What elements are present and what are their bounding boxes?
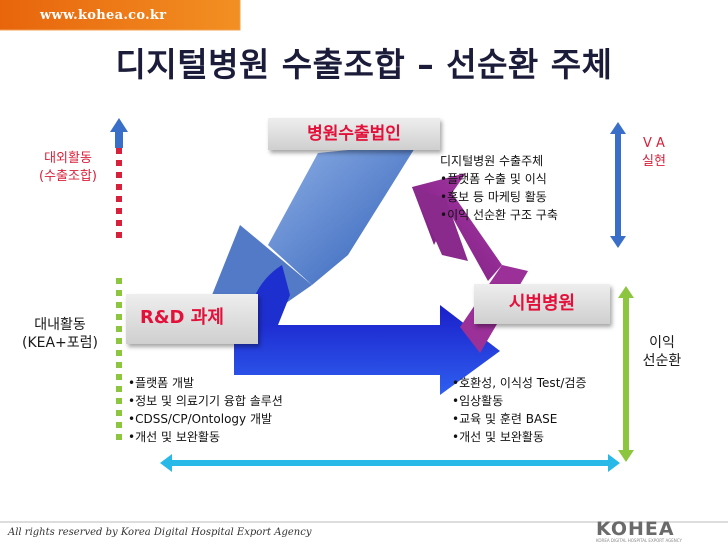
horizontal-double-arrow-icon — [160, 454, 620, 472]
right-node-bullets: •호환성, 이식성 Test/검증 •임상활동 •교육 및 훈련 BASE •개… — [452, 374, 587, 446]
node-pilot-hospital-label: 시범병원 — [508, 293, 576, 314]
external-activity-label: 대외활동 (수출조합) — [39, 151, 97, 184]
list-item: •임상활동 — [452, 394, 504, 408]
logo-text: KOHEA — [596, 518, 675, 540]
top-node-bullets: 디지털병원 수출주체 •플랫폼 수출 및 이식 •홍보 등 마케팅 활동 •이익… — [440, 152, 558, 224]
header-bar — [0, 0, 728, 31]
left-inner-dotted-bar — [116, 278, 122, 446]
list-item: •이익 선순환 구조 구축 — [440, 208, 558, 222]
node-hospital-export-corp[interactable]: 병원수출법인 — [268, 118, 440, 150]
list-item: •정보 및 의료기기 융합 솔루션 — [128, 394, 283, 408]
va-double-arrow-icon — [610, 122, 626, 248]
footer-line — [0, 521, 728, 523]
list-item: •플랫폼 개발 — [128, 376, 195, 390]
list-item: •호환성, 이식성 Test/검증 — [452, 376, 587, 390]
site-url: www.kohea.co.kr — [40, 8, 167, 23]
node-pilot-hospital[interactable]: 시범병원 — [474, 284, 610, 324]
list-item: •CDSS/CP/Ontology 개발 — [128, 412, 273, 426]
page-title: 디지털병원 수출조합 – 선순환 주체 — [115, 45, 613, 84]
node-rnd-project[interactable]: R&D 과제 — [126, 294, 258, 344]
logo-subtext: KOREA DIGITAL HOSPITAL EXPORT AGENCY — [596, 538, 682, 543]
node-hospital-export-corp-label: 병원수출법인 — [307, 124, 401, 144]
up-arrow-icon — [110, 118, 128, 148]
list-item: •교육 및 훈련 BASE — [452, 412, 558, 426]
list-item: •개선 및 보완활동 — [128, 430, 220, 444]
list-item: •개선 및 보완활동 — [452, 430, 544, 444]
copyright-text: All rights reserved by Korea Digital Hos… — [8, 527, 312, 538]
left-outer-dotted-bar — [116, 148, 122, 240]
kohea-logo: KOHEA KOREA DIGITAL HOSPITAL EXPORT AGEN… — [596, 518, 692, 543]
internal-activity-label: 대내활동 (KEA+포럼) — [21, 317, 99, 351]
list-item: •플랫폼 수출 및 이식 — [440, 172, 547, 186]
list-item: •홍보 등 마케팅 활동 — [440, 190, 547, 204]
profit-double-arrow-icon — [618, 286, 634, 462]
va-label: V A 실현 — [642, 136, 666, 169]
list-item: 디지털병원 수출주체 — [440, 154, 544, 168]
profit-cycle-label: 이익 선순환 — [642, 335, 682, 369]
node-rnd-project-label: R&D 과제 — [140, 307, 224, 328]
left-node-bullets: •플랫폼 개발 •정보 및 의료기기 융합 솔루션 •CDSS/CP/Ontol… — [128, 374, 283, 446]
